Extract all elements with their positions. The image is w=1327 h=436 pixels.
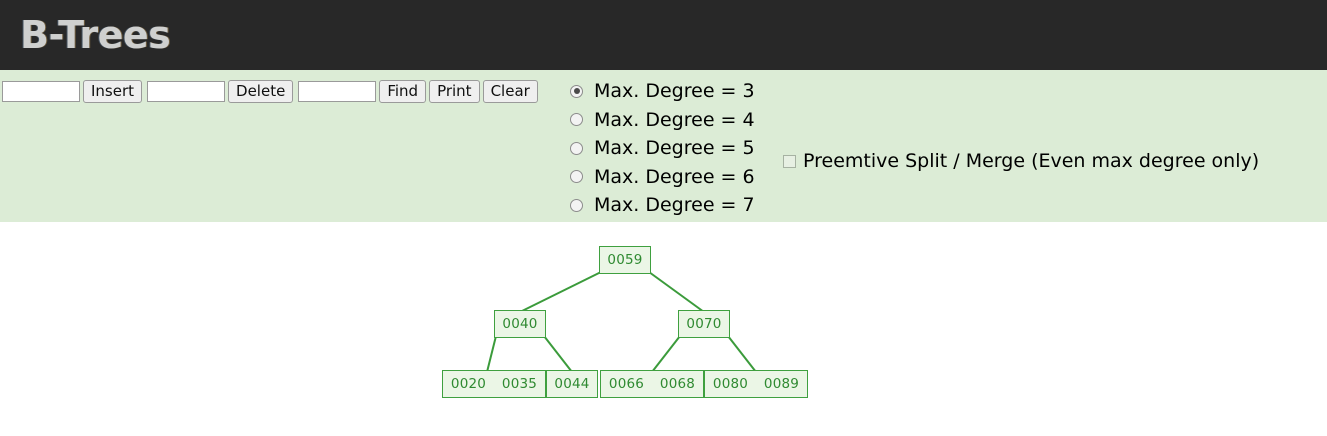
tree-node-key: 0040 bbox=[502, 316, 538, 332]
max-degree-option-7[interactable]: Max. Degree = 7 bbox=[570, 191, 755, 220]
tree-node: 0044 bbox=[546, 370, 598, 398]
max-degree-option-label: Max. Degree = 3 bbox=[594, 80, 755, 103]
tree-node: 0070 bbox=[678, 310, 730, 338]
max-degree-option-label: Max. Degree = 7 bbox=[594, 194, 755, 217]
control-panel: Insert Delete Find Print Clear Max. Degr… bbox=[0, 70, 1327, 222]
radio-icon[interactable] bbox=[570, 84, 583, 98]
tree-node-key: 0066 bbox=[608, 376, 645, 392]
max-degree-radio-group: Max. Degree = 3 Max. Degree = 4 Max. Degre… bbox=[570, 77, 755, 220]
max-degree-option-label: Max. Degree = 4 bbox=[594, 108, 755, 131]
delete-input[interactable] bbox=[147, 81, 226, 102]
find-button[interactable]: Find bbox=[379, 80, 427, 103]
tree-node: 0080 0089 bbox=[704, 370, 808, 398]
radio-icon[interactable] bbox=[570, 113, 583, 127]
insert-button[interactable]: Insert bbox=[83, 80, 143, 103]
radio-icon[interactable] bbox=[570, 170, 583, 184]
find-input[interactable] bbox=[298, 81, 377, 102]
tree-edge bbox=[543, 335, 573, 373]
tree-node: 0066 0068 bbox=[600, 370, 704, 398]
max-degree-option-5[interactable]: Max. Degree = 5 bbox=[570, 134, 755, 163]
print-button[interactable]: Print bbox=[429, 80, 480, 103]
tree-node-key: 0020 bbox=[450, 376, 487, 392]
tree-node-key: 0080 bbox=[712, 376, 749, 392]
page-title: B-Trees bbox=[20, 13, 171, 57]
max-degree-option-6[interactable]: Max. Degree = 6 bbox=[570, 163, 755, 192]
tree-node-key: 0035 bbox=[501, 376, 538, 392]
tree-edge bbox=[648, 271, 705, 313]
tree-node-key: 0068 bbox=[659, 376, 696, 392]
max-degree-option-label: Max. Degree = 6 bbox=[594, 165, 755, 188]
preemptive-checkbox[interactable] bbox=[783, 154, 796, 168]
tree-edge bbox=[727, 335, 757, 373]
tree-node-key: 0059 bbox=[607, 252, 643, 268]
tree-edge bbox=[519, 271, 602, 313]
tree-node-key: 0089 bbox=[763, 376, 800, 392]
max-degree-option-3[interactable]: Max. Degree = 3 bbox=[570, 77, 755, 106]
tree-node: 0059 bbox=[599, 246, 651, 274]
insert-input[interactable] bbox=[2, 81, 80, 102]
preemptive-label: Preemtive Split / Merge (Even max degree… bbox=[803, 150, 1260, 172]
radio-icon[interactable] bbox=[570, 141, 583, 155]
preemptive-split-merge-option[interactable]: Preemtive Split / Merge (Even max degree… bbox=[783, 150, 1259, 172]
tree-node: 0020 0035 bbox=[442, 370, 546, 398]
max-degree-option-4[interactable]: Max. Degree = 4 bbox=[570, 106, 755, 135]
radio-icon[interactable] bbox=[570, 198, 583, 212]
toolbar: Insert Delete Find Print Clear bbox=[0, 80, 541, 103]
clear-button[interactable]: Clear bbox=[482, 80, 538, 103]
tree-edge bbox=[651, 335, 681, 373]
tree-node: 0040 bbox=[494, 310, 546, 338]
btree-visualization-canvas: 0059 0040 0070 0020 0035 0044 0066 0068 0080 0089 bbox=[0, 222, 1327, 436]
tree-node-key: 0070 bbox=[686, 316, 722, 332]
delete-button[interactable]: Delete bbox=[228, 80, 294, 103]
tree-edges-layer bbox=[486, 271, 757, 373]
tree-node-key: 0044 bbox=[554, 376, 590, 392]
app-header: B-Trees bbox=[0, 0, 1327, 70]
tree-edge bbox=[486, 335, 497, 373]
max-degree-option-label: Max. Degree = 5 bbox=[594, 137, 755, 160]
